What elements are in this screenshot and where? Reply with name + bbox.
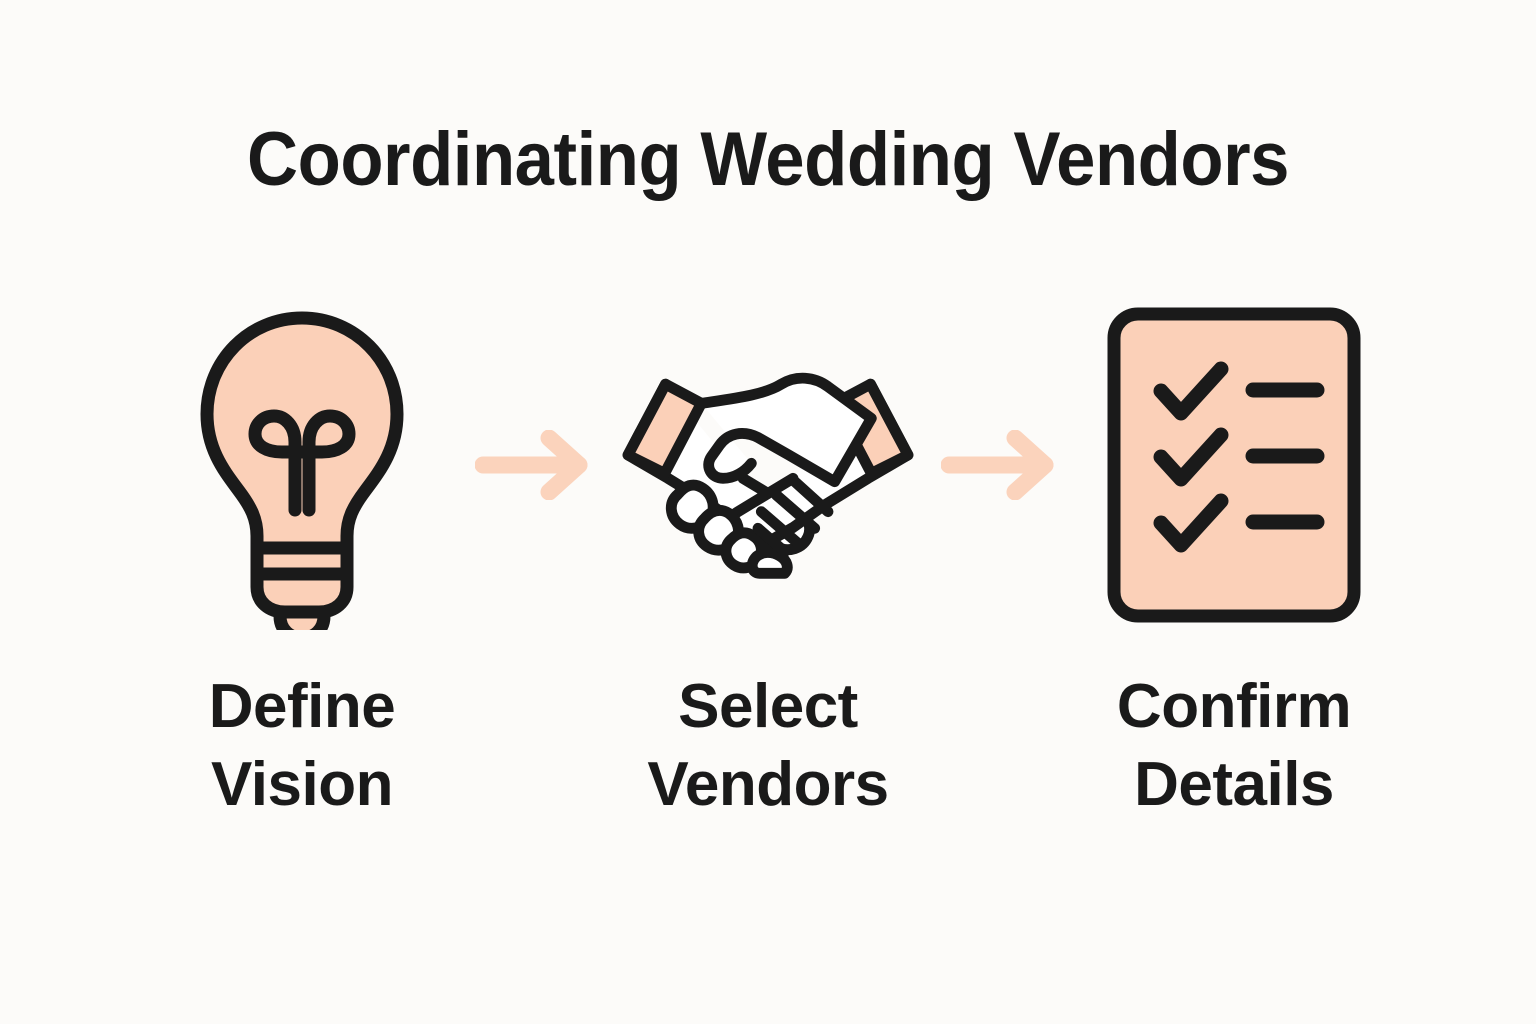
checklist-card [1107, 307, 1361, 623]
step-select-vendors: Select Vendors [610, 300, 926, 824]
step-3-label-line2: Details [1134, 750, 1334, 819]
step-2-label-line2: Vendors [647, 750, 889, 819]
arrow-right-icon [941, 430, 1054, 500]
step-1-label-line2: Vision [211, 750, 393, 819]
step-2-label: Select Vendors [647, 668, 889, 824]
step-3-icon-box [1084, 300, 1384, 630]
step-confirm-details: Confirm Details [1076, 300, 1392, 824]
step-3-label: Confirm Details [1116, 668, 1352, 824]
connector-2 [926, 300, 1076, 630]
checkmark-icon [1153, 427, 1229, 487]
checklist-icon [1107, 307, 1361, 623]
step-2-icon-box [618, 300, 918, 630]
step-1-label: Define Vision [208, 668, 396, 824]
checkmark-icon [1153, 361, 1229, 421]
lightbulb-icon [200, 311, 404, 630]
step-1-label-line1: Define [208, 672, 396, 741]
step-3-label-line1: Confirm [1116, 672, 1352, 741]
steps-row: Define Vision [0, 300, 1536, 860]
arrow-right-icon [475, 430, 588, 500]
step-2-label-line1: Select [678, 672, 858, 741]
step-define-vision: Define Vision [144, 300, 460, 824]
handshake-icon [622, 372, 914, 579]
page-title: Coordinating Wedding Vendors [247, 117, 1289, 202]
step-1-icon-box [152, 300, 452, 630]
connector-1 [460, 300, 610, 630]
checkmark-icon [1153, 493, 1229, 553]
